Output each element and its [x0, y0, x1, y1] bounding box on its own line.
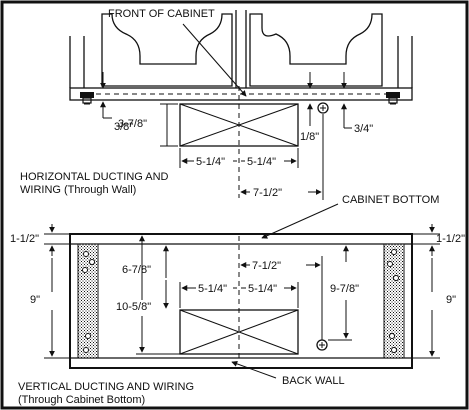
dim-5-1-4-left-bottom: 5-1/4" — [198, 283, 227, 295]
dim-1-1-2-right: 1-1/2" — [436, 233, 465, 245]
dim-5-1-4-right-bottom: 5-1/4" — [248, 283, 277, 295]
duct-cutout-top — [179, 103, 299, 147]
side-rail-right — [383, 243, 405, 359]
horizontal-caption-line2: WIRING (Through Wall) — [20, 184, 136, 196]
vertical-caption-line2: (Through Cabinet Bottom) — [18, 394, 145, 406]
dim-10-5-8: 10-5/8" — [116, 301, 151, 313]
dim-7-1-2-top: 7-1/2" — [253, 187, 282, 199]
dim-7-1-2-bottom: 7-1/2" — [252, 260, 281, 272]
leveling-foot-left — [80, 92, 94, 105]
dim-5-1-4-left-top: 5-1/4" — [196, 156, 225, 168]
wiring-hole-top — [317, 102, 329, 114]
horizontal-ducting-view — [69, 10, 413, 200]
dim-9-right: 9" — [446, 294, 456, 306]
vertical-ducting-view — [44, 203, 440, 379]
wiring-hole-bottom — [316, 339, 328, 351]
dim-1-8-inch: 1/8" — [300, 131, 319, 143]
horizontal-caption-line1: HORIZONTAL DUCTING AND — [20, 171, 169, 183]
dim-9-7-8: 9-7/8" — [330, 283, 359, 295]
dim-6-7-8: 6-7/8" — [122, 264, 151, 276]
vertical-caption-line1: VERTICAL DUCTING AND WIRING — [18, 381, 194, 393]
dim-3-8-inch: 3/8" — [114, 121, 133, 133]
front-of-cabinet-label: FRONT OF CABINET — [108, 8, 215, 20]
side-rail-left — [77, 243, 99, 359]
dim-1-1-2-left: 1-1/2" — [10, 233, 39, 245]
cabinet-bottom-label: CABINET BOTTOM — [342, 194, 439, 206]
duct-cutout-bottom — [179, 309, 299, 355]
dim-3-7-8-inch: 3-7/8" — [118, 118, 147, 130]
leveling-foot-right — [386, 92, 400, 105]
dim-5-1-4-right-top: 5-1/4" — [247, 156, 276, 168]
dim-3-4-inch: 3/4" — [354, 123, 373, 135]
back-wall-label: BACK WALL — [282, 375, 345, 387]
dim-9-left: 9" — [30, 294, 40, 306]
